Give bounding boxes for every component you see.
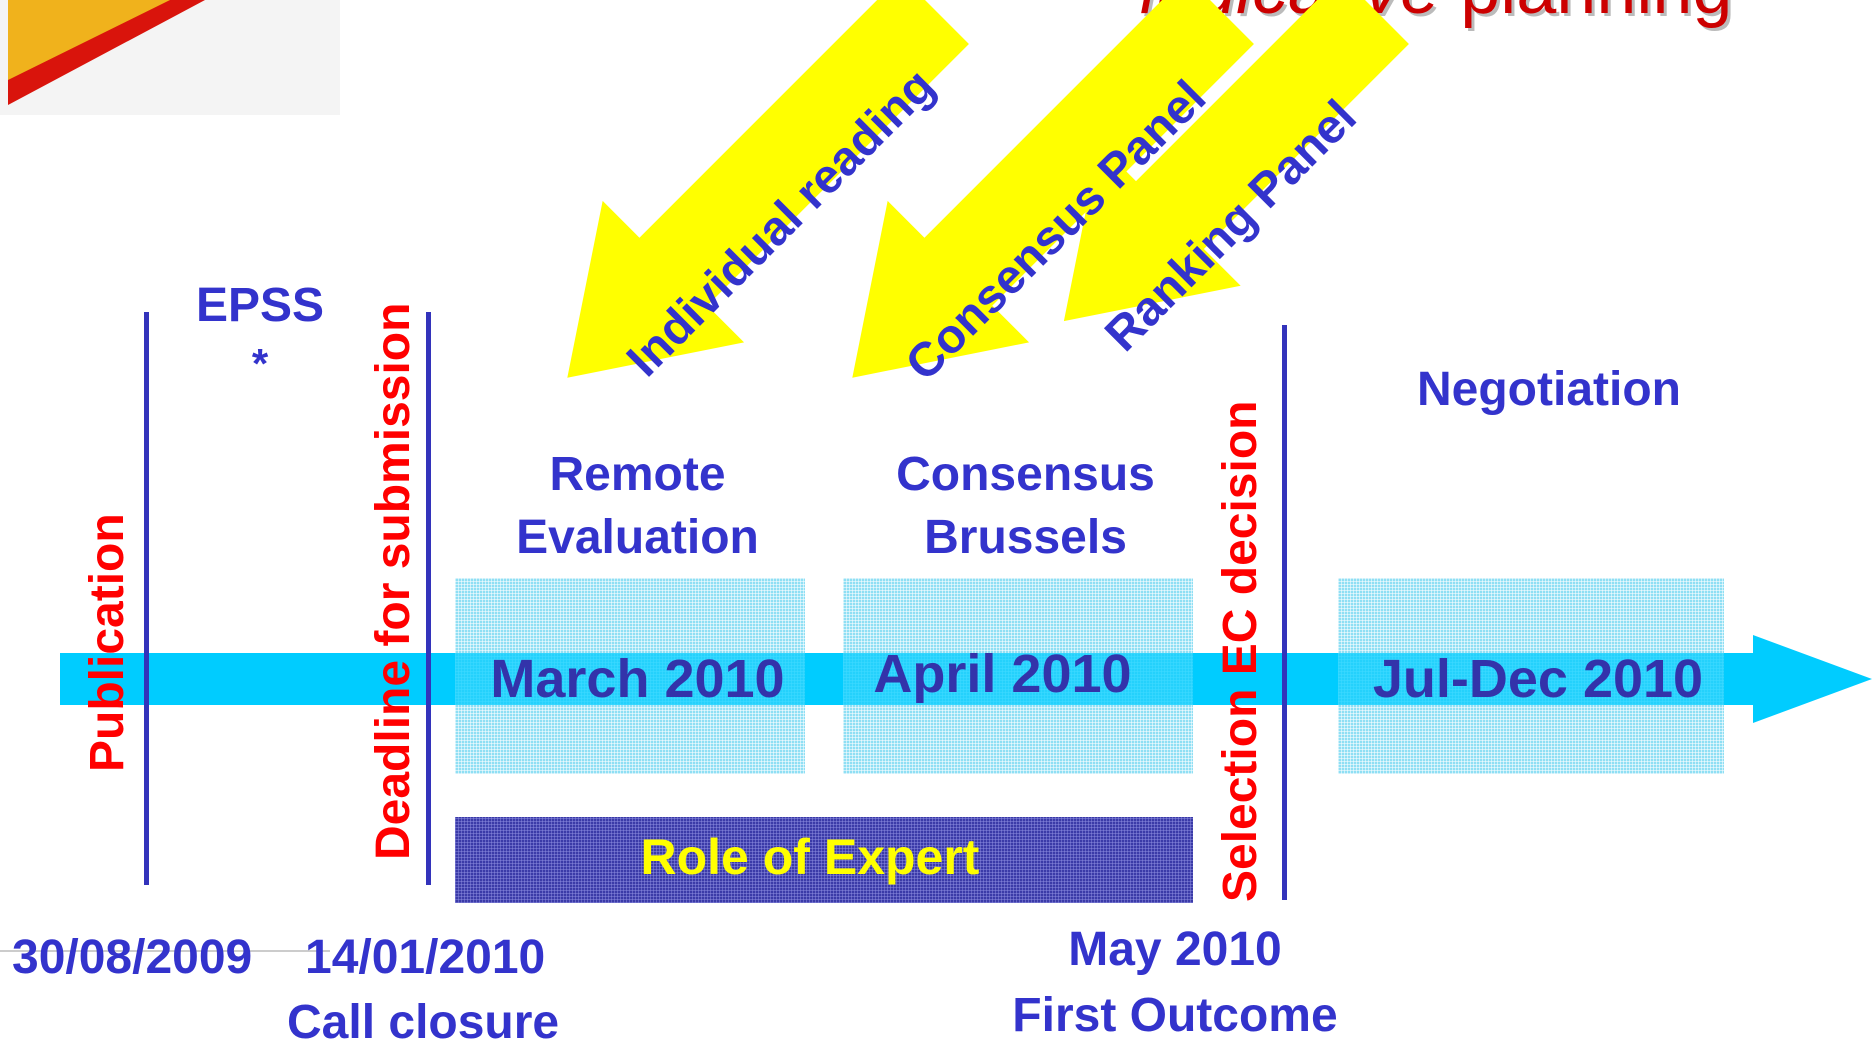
title-rest: planning [1460, 0, 1732, 29]
role-of-expert-box [455, 817, 1193, 903]
timeline-band [1338, 653, 1724, 705]
timeline-band [843, 653, 1193, 705]
ranking-panel-arrow [1063, 0, 1409, 322]
consensus-date: April 2010 [873, 644, 1132, 704]
remote-title-2: Evaluation [516, 511, 759, 564]
individual-reading-arrow [567, 0, 969, 378]
consensus-title-1: Consensus [896, 448, 1155, 501]
outcome-date: May 2010 [1068, 923, 1282, 976]
epss-asterisk: * [251, 340, 269, 387]
logo-corner [0, 0, 340, 115]
selection-line [1282, 325, 1287, 900]
footer-rule [0, 950, 330, 952]
negotiation-date: Jul-Dec 2010 [1372, 649, 1704, 709]
publication-date: 30/08/2009 [12, 931, 253, 984]
consensus-title-2: Brussels [924, 511, 1127, 564]
epss-label: EPSS [195, 279, 325, 332]
timeline-band [455, 653, 805, 705]
remote-title-1: Remote [549, 448, 726, 501]
role-of-expert-label: Role of Expert [640, 829, 980, 885]
outcome-label: First Outcome [1012, 989, 1338, 1042]
consensus-panel-arrow [852, 0, 1254, 378]
deadline-line [426, 312, 431, 885]
remote-date: March 2010 [490, 649, 785, 709]
closure-label: Call closure [287, 996, 560, 1049]
negotiation-title: Negotiation [1417, 363, 1681, 416]
publication-line [144, 312, 149, 885]
closure-date: 14/01/2010 [305, 931, 546, 984]
